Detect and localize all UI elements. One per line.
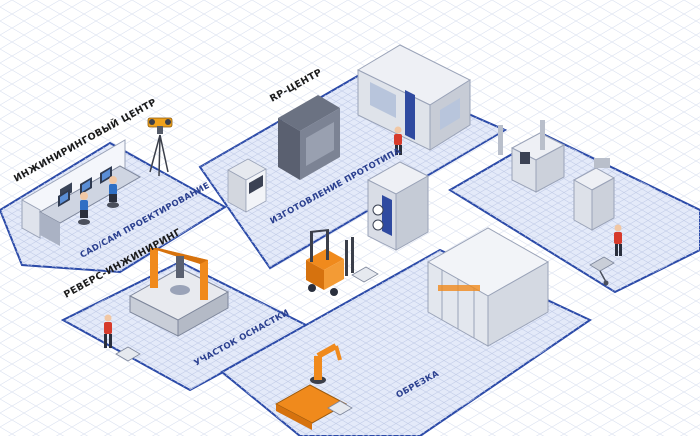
lab-equipment: [498, 120, 566, 193]
cnc-machining-center: [356, 44, 472, 151]
tripod-scanner: [147, 117, 173, 177]
lab-worker: [614, 224, 622, 256]
tooling-worker: [104, 314, 141, 362]
engineering-workstations: [21, 139, 142, 246]
operator-worker: [394, 126, 402, 155]
gantry-cnc-machine: [128, 248, 230, 337]
robot-arm: [274, 343, 353, 430]
hand-truck: [589, 256, 615, 286]
monitor-icon: [58, 166, 112, 207]
forklift: [306, 229, 379, 296]
prototype-machine: [366, 161, 430, 251]
lab-cabinet: [572, 158, 616, 231]
trimming-cell: [426, 227, 550, 347]
printer-small: [227, 158, 267, 213]
engineer-worker: [80, 176, 117, 218]
rp-server-cabinet: [278, 95, 340, 180]
